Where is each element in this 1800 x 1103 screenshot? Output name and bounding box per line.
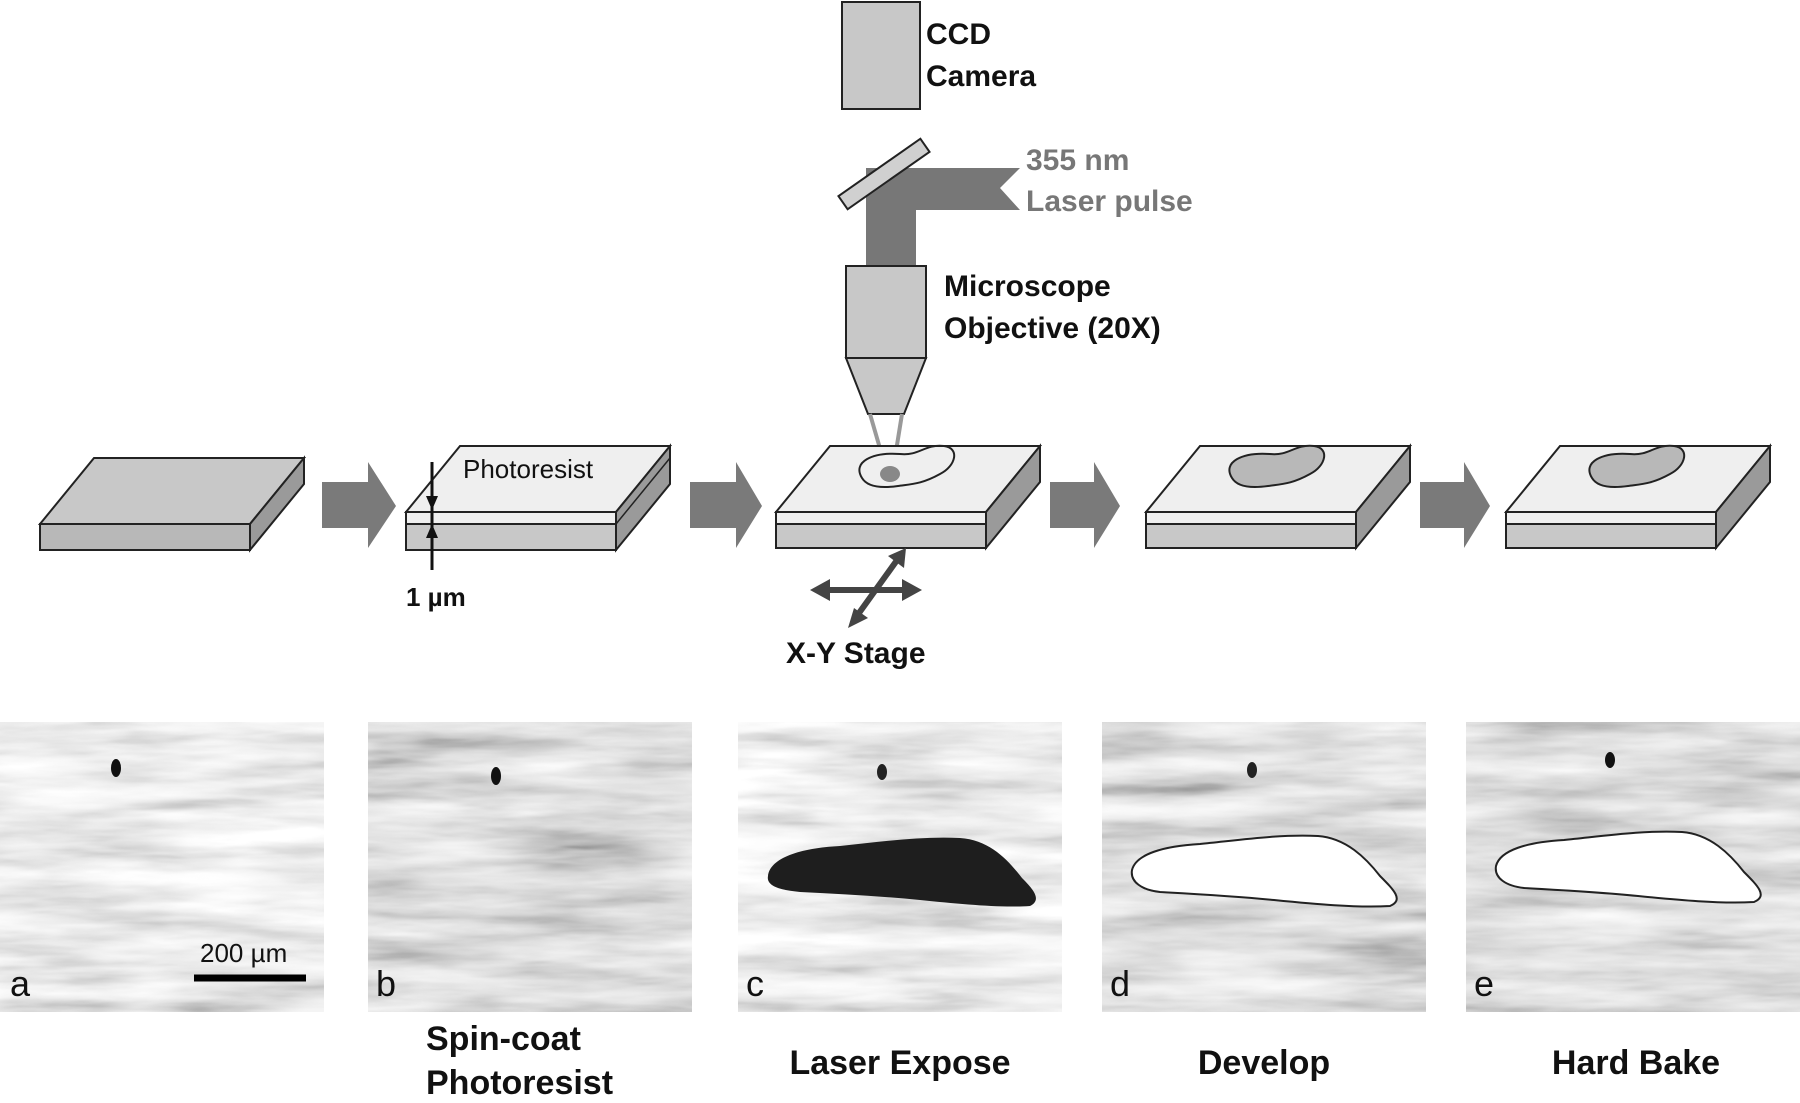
process-row: Photoresist 1 µm X-Y Stage [37,443,1773,670]
objective-label-line1: Microscope [944,270,1111,303]
camera-label-line1: CCD [926,18,991,51]
panel-letter-b: b [376,963,396,1004]
stage-label: X-Y Stage [786,637,926,670]
micrograph-a: 200 µm a [0,722,324,1012]
captions: Spin-coat Photoresist Laser Expose Devel… [426,1020,1720,1102]
process-arrow-1 [322,462,396,548]
laser-label-line1: 355 nm [1026,144,1129,177]
micrograph-e: e [1466,722,1800,1012]
micrograph-b: b [368,722,692,1012]
micrograph-c: c [738,722,1062,1012]
scale-bar-label: 200 µm [200,938,287,968]
hard-baked-slab [1503,443,1773,551]
camera-label-line2: Camera [926,60,1036,93]
process-arrow-2 [690,462,762,548]
apparatus: CCD Camera 355 nm Laser pulse Microscope… [837,1,1193,477]
objective-label-line2: Objective (20X) [944,312,1161,345]
caption-b-line1: Spin-coat [426,1020,581,1058]
panel-letter-c: c [746,963,764,1004]
micrograph-d: d [1102,722,1426,1012]
exposed-region [767,837,1036,907]
photoresist-slab [403,443,673,553]
developed-slab [1143,443,1413,551]
thickness-indicator [426,462,438,570]
developed-pattern [1228,444,1325,488]
ccd-camera [841,1,921,110]
process-arrow-3 [1050,462,1120,548]
caption-c: Laser Expose [789,1044,1010,1082]
baked-pattern [1588,444,1685,488]
baked-region [1494,830,1762,904]
panel-letter-d: d [1110,963,1130,1004]
photoresist-label: Photoresist [463,454,594,484]
panel-letter-a: a [10,963,31,1004]
thickness-label: 1 µm [406,582,466,612]
process-arrow-4 [1420,462,1490,548]
exposed-pattern-outline [858,444,955,488]
developed-region [1130,834,1398,908]
caption-d: Develop [1198,1044,1330,1082]
panel-letter-e: e [1474,963,1494,1004]
caption-e: Hard Bake [1552,1044,1720,1082]
caption-b-line2: Photoresist [426,1064,613,1102]
laser-label-line2: Laser pulse [1026,185,1193,218]
exposure-slab [773,443,1043,551]
micrograph-row: 200 µm a b c d e [0,722,1800,1012]
dichroic-mirror [837,137,931,211]
substrate-slab [37,455,307,553]
xy-stage-arrows [810,548,922,628]
microscope-objective [844,265,928,477]
laser-beam-horizontal [866,168,1020,230]
laser-spot [880,466,900,482]
